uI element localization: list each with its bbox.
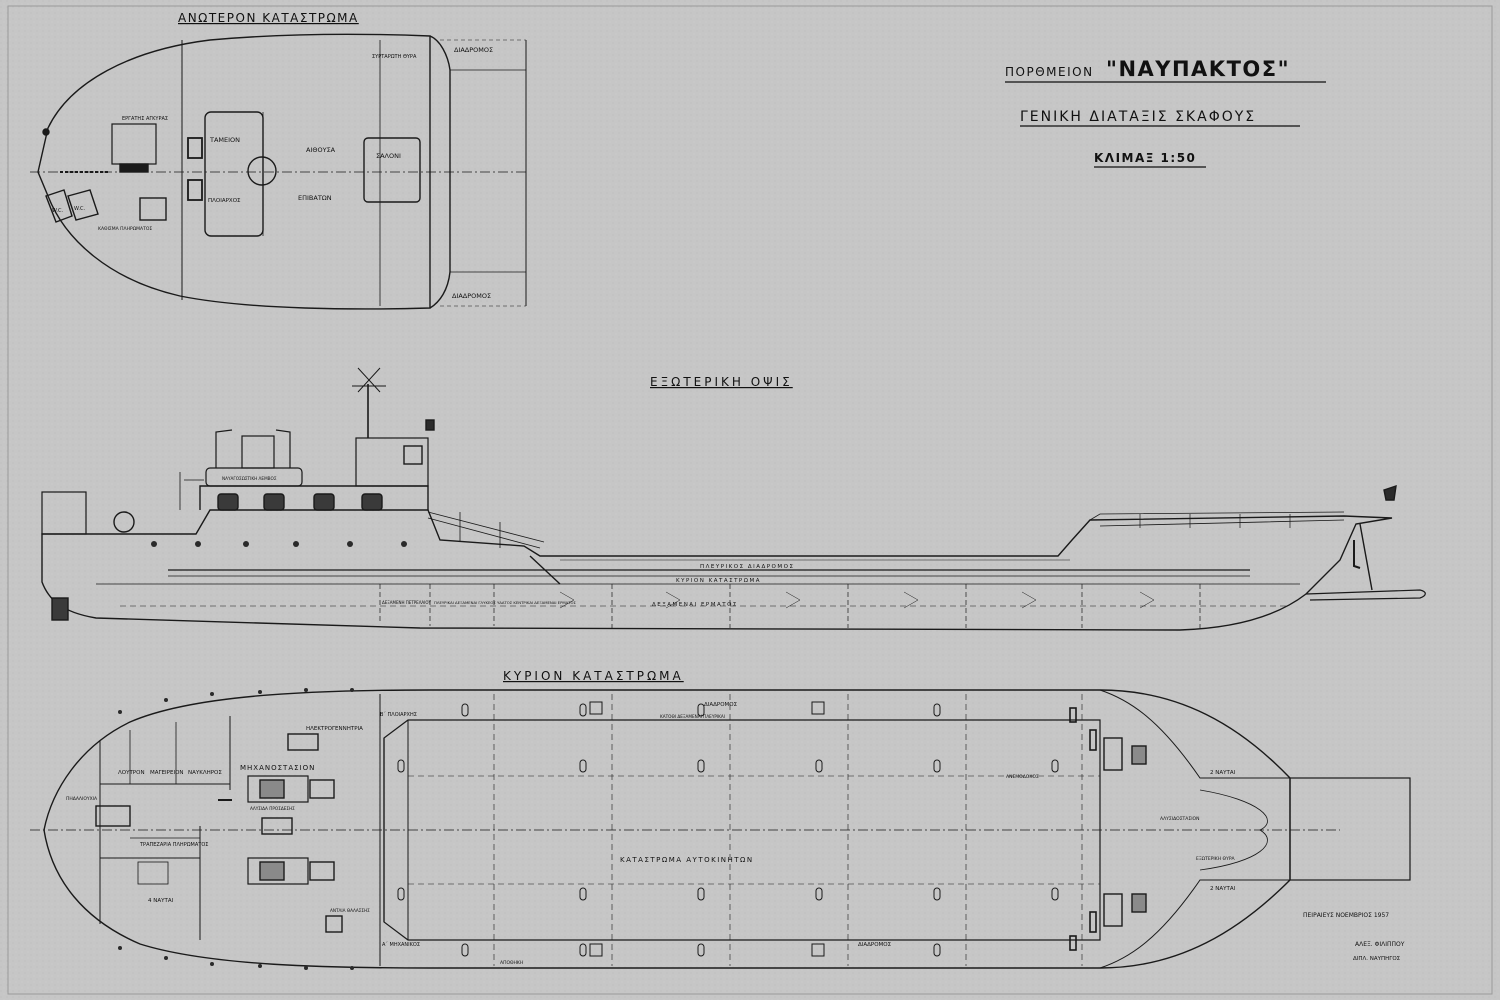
label-wc-2: W.C. bbox=[74, 206, 85, 212]
label-lifeboat: ΝΑΥΑΓΟΣΩΣΤΙΚΗ ΛΕΜΒΟΣ bbox=[222, 476, 277, 481]
bow-ramp-plan bbox=[1289, 777, 1411, 881]
label-anchor-stopper: ΑΛΥΣΙΔΑ ΠΡΟΣΔΕΣΗΣ bbox=[250, 806, 295, 811]
main-deck-portholes bbox=[118, 688, 354, 970]
label-folding-door: ΣΥΡΤΑΡΩΤΗ ΘΥΡΑ bbox=[372, 54, 417, 60]
hull-portholes bbox=[151, 541, 407, 547]
upper-deck-outline bbox=[37, 33, 431, 310]
sheet-border bbox=[7, 5, 1493, 995]
label-corridor-bottom: ΔΙΑΔΡΟΜΟΣ bbox=[858, 942, 892, 948]
label-corridor-top: ΔΙΑΔΡΟΜΟΣ bbox=[704, 702, 738, 708]
place-date: ΠΕΙΡΑΙΕΥΣ ΝΟΕΜΒΡΙΟΣ 1957 bbox=[1303, 912, 1389, 919]
upper-deck-labels: ΑΝΩΤΕΡΟΝ ΚΑΤΑΣΤΡΩΜΑ ΔΙΑΔΡΟΜΟΣ ΔΙΑΔΡΟΜΟΣ … bbox=[52, 11, 493, 300]
label-side-passage: ΠΛΕΥΡΙΚΟΣ ΔΙΑΔΡΟΜΟΣ bbox=[700, 564, 794, 570]
drawing-scale: ΚΛΙΜΑΞ 1:50 bbox=[1094, 151, 1196, 165]
superstructure bbox=[199, 485, 429, 510]
label-captain: ΠΛΟΙΑΡΧΟΣ bbox=[208, 198, 241, 204]
label-saloon: ΣΑΛΟΝΙ bbox=[376, 152, 401, 160]
label-sailors-top: 2 ΝΑΥΤΑΙ bbox=[1210, 770, 1236, 776]
vessel-name: "ΝΑΥΠΑΚΤΟΣ" bbox=[1106, 57, 1290, 81]
label-corridor-top: ΔΙΑΔΡΟΜΟΣ bbox=[454, 46, 493, 54]
deck-sockets bbox=[397, 701, 1059, 957]
superstructure-windows bbox=[217, 493, 383, 511]
label-storage: ΑΠΟΘΗΚΗ bbox=[500, 960, 523, 966]
label-hall: ΑΙΘΟΥΣΑ bbox=[306, 146, 336, 154]
bow-ramp bbox=[1305, 589, 1426, 601]
label-cashier: ΤΑΜΕΙΟΝ bbox=[209, 136, 240, 144]
label-second-captain: Β΄ ΠΛΟΙΑΡΧΗΣ bbox=[380, 712, 417, 718]
car-deck-grid bbox=[408, 694, 1100, 966]
label-crew-seat: ΚΑΘΙΣΜΑ ΠΛΗΡΩΜΑΤΟΣ bbox=[98, 226, 152, 232]
main-deck-labels: ΚΥΡΙΟΝ ΚΑΤΑΣΤΡΩΜΑ ΗΛΕΚΤΡΟΓΕΝΝΗΤΡΙΑ ΜΗΧΑΝ… bbox=[66, 669, 1236, 966]
label-crew-mess: ΤΡΑΠΕΖΑΡΙΑ ΠΛΗΡΩΜΑΤΟΣ bbox=[139, 842, 208, 848]
designer-title: ΔΙΠΛ. ΝΑΥΠΗΓΟΣ bbox=[1353, 956, 1401, 962]
label-anchor-winch: ΕΡΓΑΤΗΣ ΑΓΚΥΡΑΣ bbox=[122, 116, 168, 122]
upper-deck-aft-curve bbox=[429, 35, 451, 309]
label-galley: ΜΑΓΕΙΡΕΙΟΝ bbox=[150, 770, 184, 776]
label-ballast-tanks: ΔΕΞΑΜΕΝΑΙ ΕΡΜΑΤΟΣ bbox=[652, 602, 738, 608]
label-outer-door: ΕΞΩΤΕΡΙΚΗ ΘΥΡΑ bbox=[1196, 856, 1236, 862]
aft-deck-rail bbox=[427, 511, 545, 549]
label-chain-locker: ΑΛΥΣΙΔΟΣΤΑΣΙΟΝ bbox=[1160, 816, 1199, 822]
profile-tank-ticks bbox=[559, 591, 1155, 609]
main-deck-heading: ΚΥΡΙΟΝ ΚΑΤΑΣΤΡΩΜΑ bbox=[503, 669, 684, 683]
label-corridor-bottom: ΔΙΑΔΡΟΜΟΣ bbox=[452, 292, 491, 300]
upper-deck-heading: ΑΝΩΤΕΡΟΝ ΚΑΤΑΣΤΡΩΜΑ bbox=[178, 11, 359, 25]
designer-name: ΑΛΕΞ. ΦΙΛΙΠΠΟΥ bbox=[1355, 941, 1405, 948]
label-water-tanks: ΚΑΤΟΘΙ ΔΕΞΑΜΕΝΑΙ ΠΛΕΥΡΙΚΑΙ bbox=[660, 714, 725, 719]
upper-deck-plan bbox=[30, 33, 527, 310]
vessel-type: ΠΟΡΘΜΕΙΟΝ bbox=[1005, 65, 1094, 79]
title-block: ΠΟΡΘΜΕΙΟΝ "ΝΑΥΠΑΚΤΟΣ" ΓΕΝΙΚΗ ΔΙΑΤΑΞΙΣ ΣΚ… bbox=[1005, 57, 1405, 962]
ladders bbox=[1069, 707, 1097, 951]
label-main-deck: ΚΥΡΙΟΝ ΚΑΤΑΣΤΡΩΜΑ bbox=[676, 578, 761, 584]
exterior-profile bbox=[41, 367, 1426, 631]
label-car-deck: ΚΑΤΑΣΤΡΩΜΑ ΑΥΤΟΚΙΝΗΤΩΝ bbox=[620, 856, 754, 864]
main-deck-plan bbox=[30, 688, 1411, 970]
label-oil-tank: ΔΕΞΑΜΕΝΗ ΠΕΤΡΕΛΑΙΟΥ bbox=[382, 600, 431, 605]
fore-deck-rail bbox=[1089, 511, 1345, 527]
label-engine-room: ΜΗΧΑΝΟΣΤΑΣΙΟΝ bbox=[240, 764, 315, 772]
label-passengers: ΕΠΙΒΑΤΩΝ bbox=[298, 194, 332, 202]
label-sailors-4: 4 ΝΑΥΤΑΙ bbox=[148, 898, 174, 904]
label-wc-1: W.C. bbox=[52, 208, 63, 214]
label-boatswain: ΝΑΥΚΛΗΡΟΣ bbox=[188, 770, 222, 776]
label-electrical-gen: ΗΛΕΚΤΡΟΓΕΝΝΗΤΡΙΑ bbox=[306, 726, 363, 732]
profile-labels: ΕΞΩΤΕΡΙΚΗ ΟΨΙΣ ΠΛΕΥΡΙΚΟΣ ΔΙΑΔΡΟΜΟΣ ΚΥΡΙΟ… bbox=[222, 375, 794, 608]
label-first-engineer: Α΄ ΜΗΧΑΝΙΚΟΣ bbox=[382, 942, 420, 948]
label-ventilator: ΑΝΕΜΟΔΟΧΟΣ bbox=[1006, 774, 1039, 780]
label-sea-ballast: ΑΝΤΛΙΑ ΘΑΛΑΣΣΗΣ bbox=[330, 908, 370, 913]
label-sailors-bottom: 2 ΝΑΥΤΑΙ bbox=[1210, 886, 1236, 892]
drawing-title: ΓΕΝΙΚΗ ΔΙΑΤΑΞΙΣ ΣΚΑΦΟΥΣ bbox=[1020, 109, 1256, 125]
label-steering: ΠΗΔΑΛΙΟΥΧΙΑ bbox=[66, 796, 98, 802]
profile-bulkheads bbox=[379, 584, 1201, 628]
profile-heading: ΕΞΩΤΕΡΙΚΗ ΟΨΙΣ bbox=[650, 375, 793, 389]
label-wash: ΛΟΥΤΡΟΝ bbox=[118, 770, 145, 776]
label-side-tanks: ΠΛΕΥΡΙΚΑΙ ΔΕΞΑΜΕΝΑΙ ΓΛΥΚΕΟΣ ΥΔΑΤΟΣ ΚΕΝΤΡ… bbox=[434, 600, 577, 605]
